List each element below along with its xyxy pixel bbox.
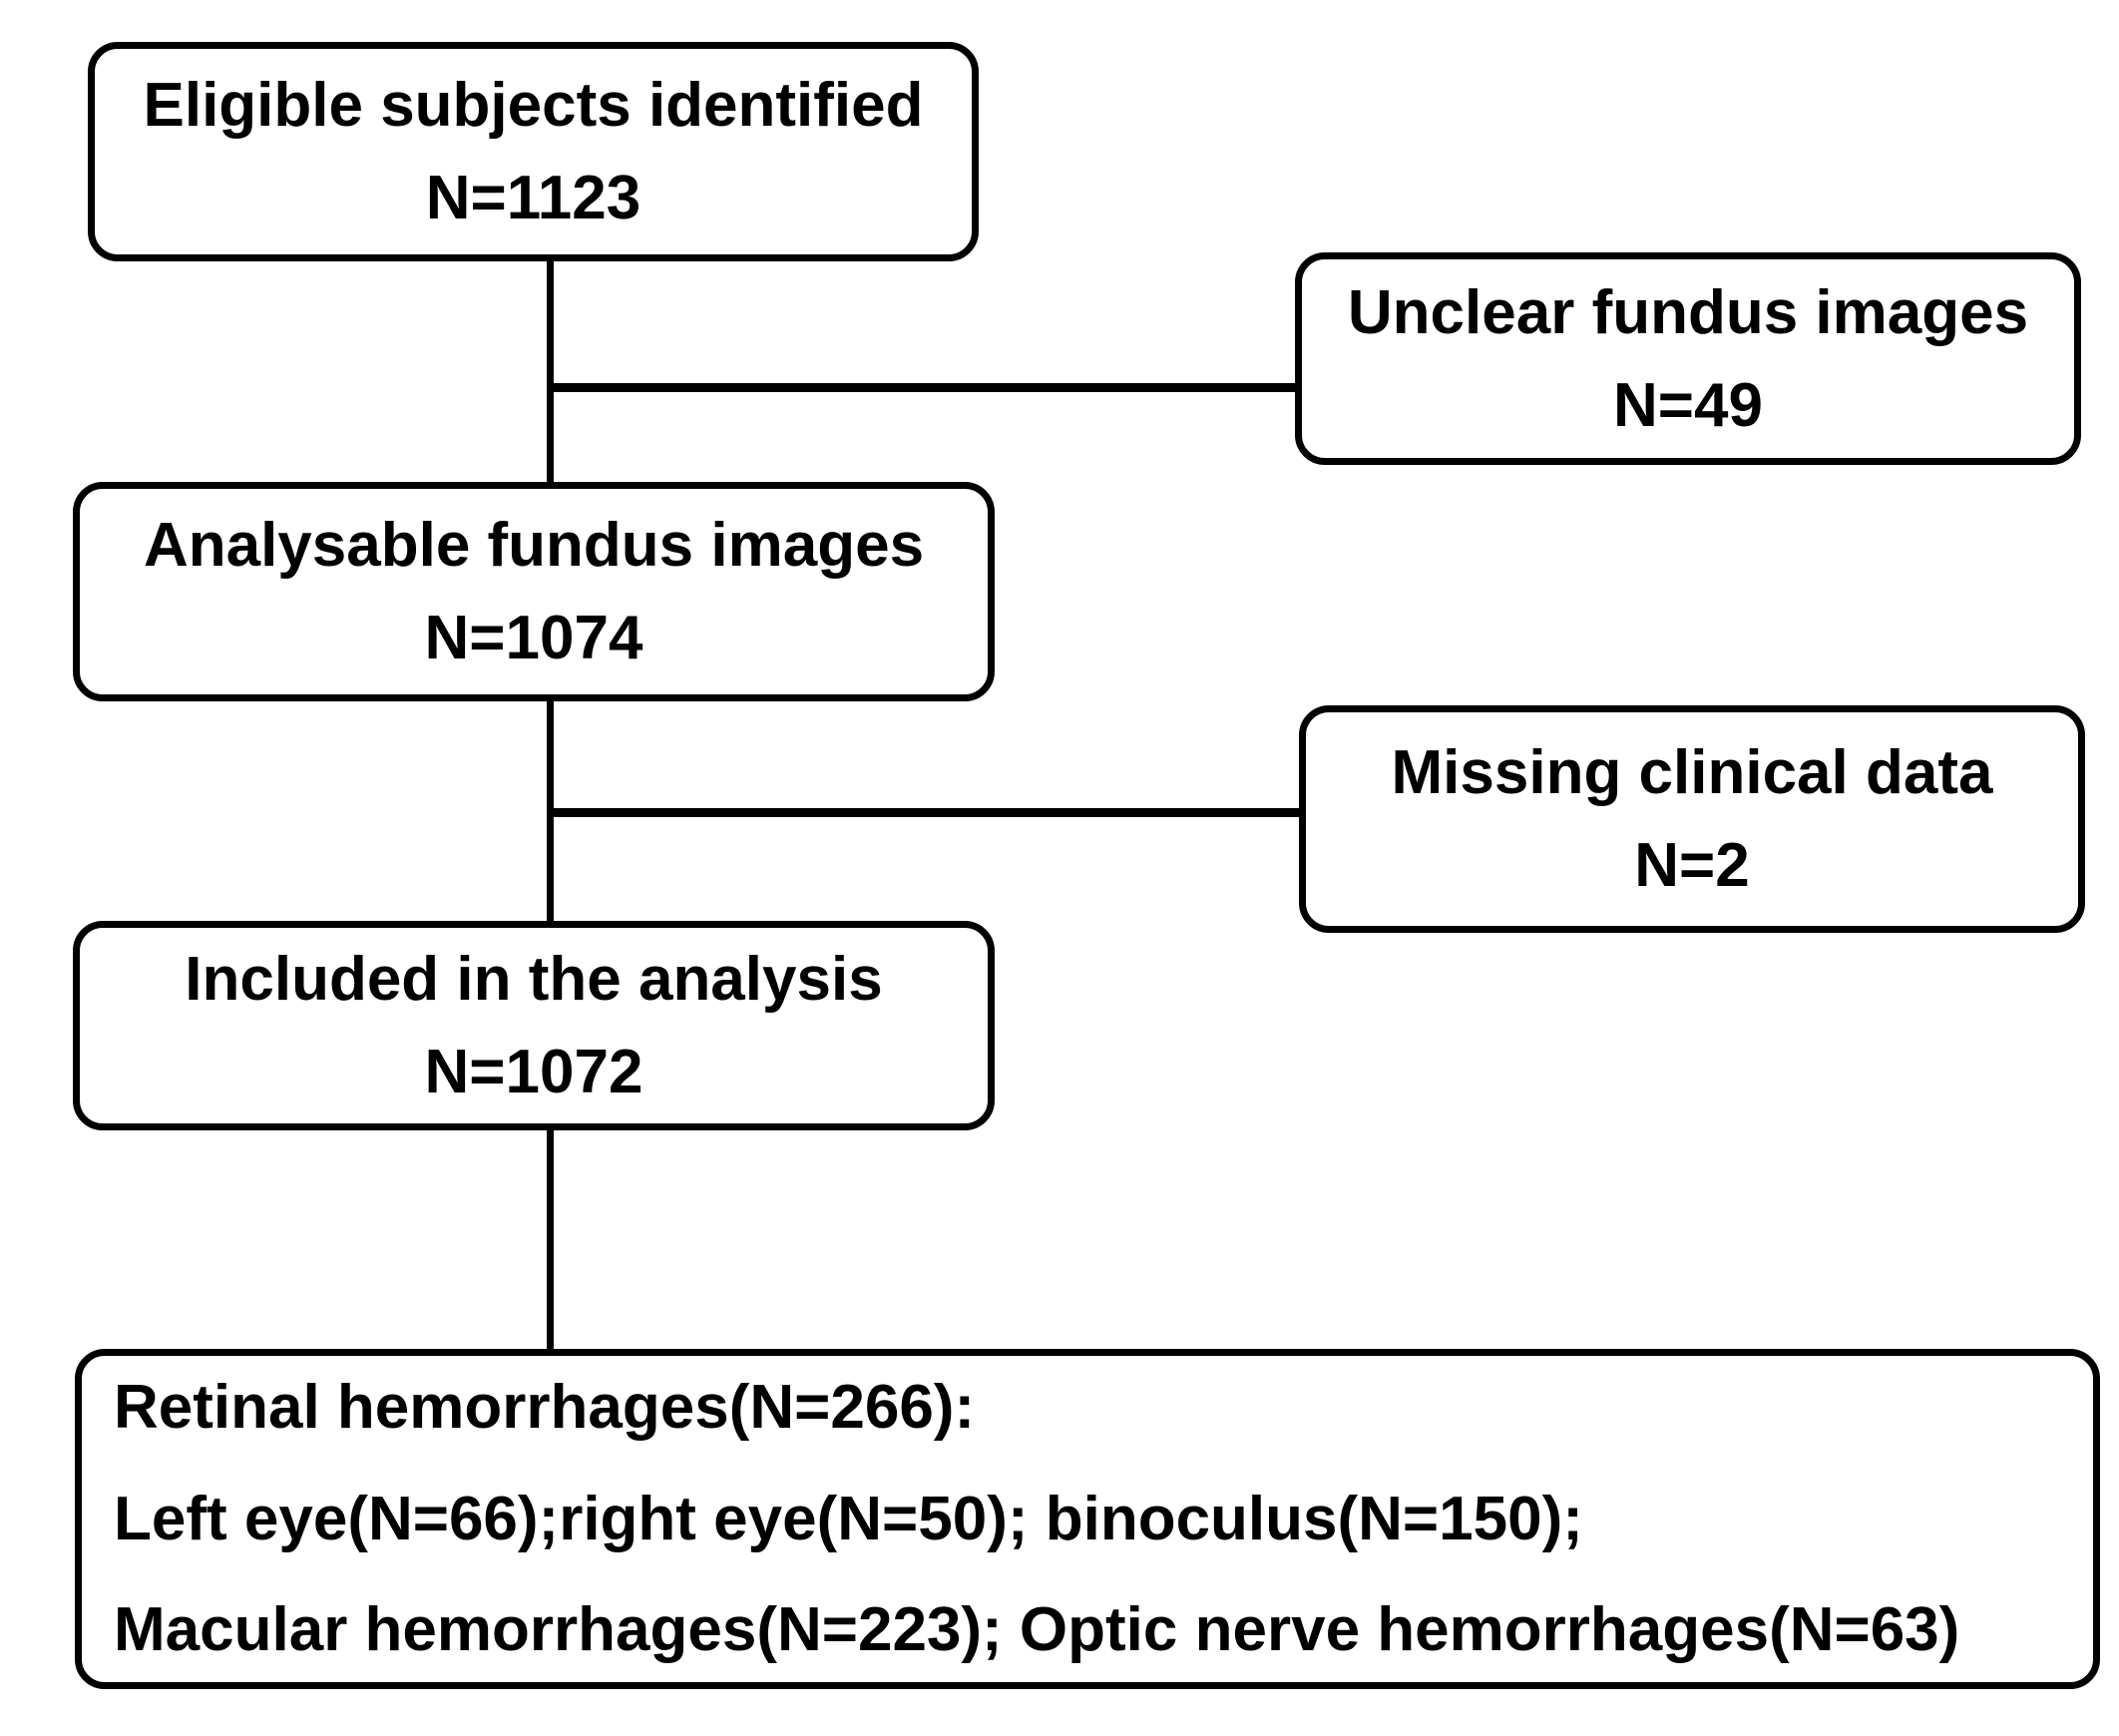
connector-eligible-to-analysable	[547, 257, 554, 487]
node-label: Analysable fundus images	[143, 511, 925, 580]
flow-node-eligible-subjects: Eligible subjects identified N=1123	[88, 42, 979, 261]
node-count: N=1123	[425, 164, 641, 232]
node-count: N=1072	[424, 1038, 643, 1106]
node-count: N=1074	[424, 604, 643, 672]
flow-node-missing-clinical-data: Missing clinical data N=2	[1299, 705, 2085, 933]
outcome-line-laterality: Left eye(N=66);right eye(N=50); binoculu…	[114, 1484, 1583, 1553]
outcome-line-location: Macular hemorrhages(N=223); Optic nerve …	[114, 1595, 1960, 1665]
node-label: Eligible subjects identified	[143, 71, 924, 140]
connector-included-to-outcome	[547, 1126, 554, 1354]
node-count: N=2	[1634, 831, 1750, 900]
node-label: Unclear fundus images	[1347, 277, 2029, 347]
connector-branch-unclear	[550, 383, 1300, 392]
flow-node-included-in-analysis: Included in the analysis N=1072	[73, 921, 995, 1130]
outcome-line-retinal-total: Retinal hemorrhages(N=266):	[114, 1373, 976, 1443]
node-label: Included in the analysis	[185, 945, 883, 1014]
flow-node-analysable-fundus-images: Analysable fundus images N=1074	[73, 482, 995, 701]
node-label: Missing clinical data	[1391, 738, 1993, 807]
flow-node-retinal-hemorrhage-outcomes: Retinal hemorrhages(N=266): Left eye(N=6…	[75, 1349, 2100, 1689]
flow-node-unclear-fundus-images: Unclear fundus images N=49	[1295, 252, 2081, 465]
connector-branch-missing	[550, 808, 1304, 817]
node-count: N=49	[1613, 370, 1763, 440]
